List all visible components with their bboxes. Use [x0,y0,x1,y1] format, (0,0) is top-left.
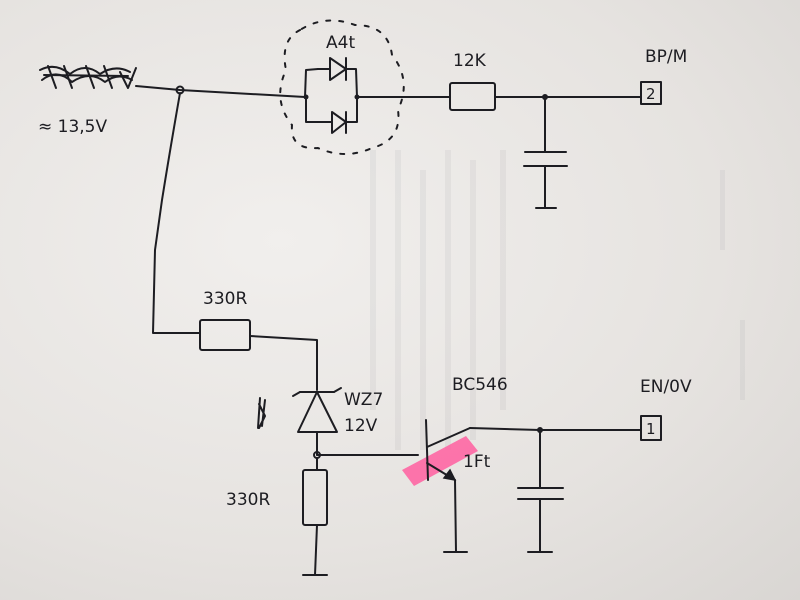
resistor-330r-upper-body [199,319,251,351]
zener-type-label: WZ7 [344,390,383,410]
highlighter-mark [402,436,478,486]
output-2-label: BP/M [645,47,687,67]
resistor-330r-lower-body [302,469,328,526]
resistor-330r-lower-label: 330R [226,490,270,510]
zener-branch [199,319,419,576]
resistor-12k-label: 12K [453,51,487,71]
paper-bleed-through [370,150,745,450]
terminal-1-box [640,415,662,441]
transistor-note-label: 1Ft [463,452,491,472]
transistor-label: BC546 [452,375,508,395]
terminal-2-box [640,81,662,105]
terminal-1-pin: 1 [646,420,656,438]
margin-scribble [257,397,266,429]
transistor-bc546 [425,419,641,553]
diode-pair [303,57,360,134]
output-1-label: EN/0V [640,377,692,397]
resistor-330r-upper-label: 330R [203,289,247,309]
resistor-12k-body [449,82,496,111]
diode-pair-label: A4t [326,33,355,53]
input-rail [135,85,306,334]
zener-voltage-label: 12V [344,416,378,436]
terminal-2-pin: 2 [646,85,656,103]
input-voltage-label: ≈ 13,5V [38,117,107,137]
scribbled-input-label [39,65,137,89]
top-output-line [356,81,662,209]
feed-wire-down [152,92,201,334]
output-capacitor [517,415,662,553]
